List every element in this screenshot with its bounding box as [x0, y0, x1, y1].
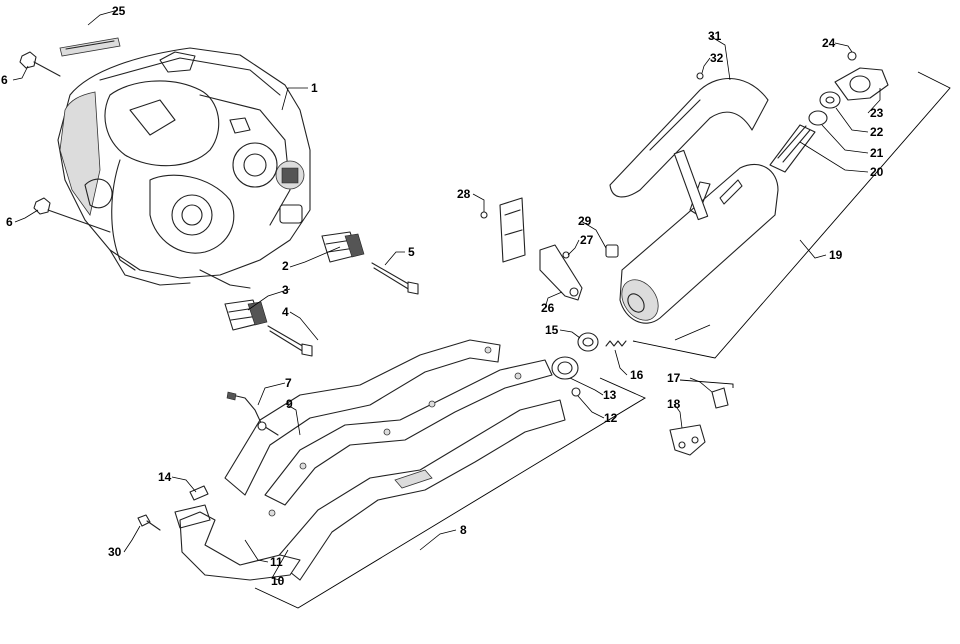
callout-21: 21 [870, 146, 884, 160]
coupler-upper [321, 231, 365, 263]
callout-1: 1 [311, 81, 318, 95]
nut-12 [571, 387, 581, 397]
header-pipe-assembly [174, 339, 566, 581]
grommet-29 [605, 244, 619, 258]
screw-24 [847, 51, 857, 61]
decal-part [59, 37, 121, 57]
callout-11: 11 [270, 555, 283, 569]
callout-13: 13 [603, 388, 617, 402]
sensor-wire [226, 391, 279, 436]
bolt-upper-left [19, 51, 61, 77]
callout-27: 27 [580, 233, 594, 247]
heat-shield [609, 77, 769, 221]
leader-lines [12, 9, 881, 582]
gasket-ring-15 [577, 332, 599, 352]
mount-18 [669, 424, 706, 456]
outlet-cap-23 [834, 67, 889, 101]
bracket-line-8 [254, 377, 646, 609]
callout-18: 18 [667, 397, 681, 411]
callout-25: 25 [112, 4, 126, 18]
callout-15: 15 [545, 323, 559, 337]
callout-29: 29 [578, 214, 592, 228]
callout-30: 30 [108, 545, 122, 559]
callout-16: 16 [630, 368, 644, 382]
flange-13 [551, 356, 579, 380]
muffler-assembly [619, 163, 779, 324]
gasket-ring-21 [808, 110, 828, 126]
engine-assembly [57, 47, 311, 289]
callout-31: 31 [708, 29, 722, 43]
callout-17: 17 [667, 371, 681, 385]
callout-5: 5 [408, 245, 415, 259]
spark-arrestor [769, 124, 816, 173]
coupler-lower [224, 299, 268, 331]
callout-8: 8 [460, 523, 467, 537]
callout-22: 22 [870, 125, 884, 139]
gasket-14 [189, 485, 209, 501]
callout-23: 23 [870, 106, 884, 120]
gasket-22 [819, 91, 841, 109]
callout-32: 32 [710, 51, 724, 65]
callout-3: 3 [282, 283, 289, 297]
spring-part [605, 340, 627, 347]
callout-19: 19 [829, 248, 843, 262]
mount-17 [711, 387, 729, 409]
callout-7: 7 [285, 376, 292, 390]
callout-6-lower: 6 [6, 215, 13, 229]
callout-12: 12 [604, 411, 618, 425]
bolt-30 [137, 514, 161, 531]
callout-2: 2 [282, 259, 289, 273]
mount-bracket-28 [480, 197, 526, 263]
callout-10: 10 [271, 574, 285, 588]
bracket-26 [539, 244, 583, 301]
callout-14: 14 [158, 470, 172, 484]
callout-4: 4 [282, 305, 289, 319]
bolt-32 [696, 72, 704, 80]
callout-24: 24 [822, 36, 836, 50]
bolt-27 [562, 251, 570, 259]
long-bolt-5 [371, 262, 419, 295]
callout-26: 26 [541, 301, 555, 315]
bracket-line-19 [632, 71, 951, 359]
callout-20: 20 [870, 165, 884, 179]
callout-9: 9 [286, 397, 293, 411]
callout-labels: 1 2 3 4 5 6 6 7 8 9 10 11 12 13 14 15 16… [1, 4, 884, 588]
long-bolt-4 [267, 325, 313, 357]
callout-28: 28 [457, 187, 471, 201]
callout-6-upper: 6 [1, 73, 8, 87]
bracket-line-17 [679, 379, 734, 388]
